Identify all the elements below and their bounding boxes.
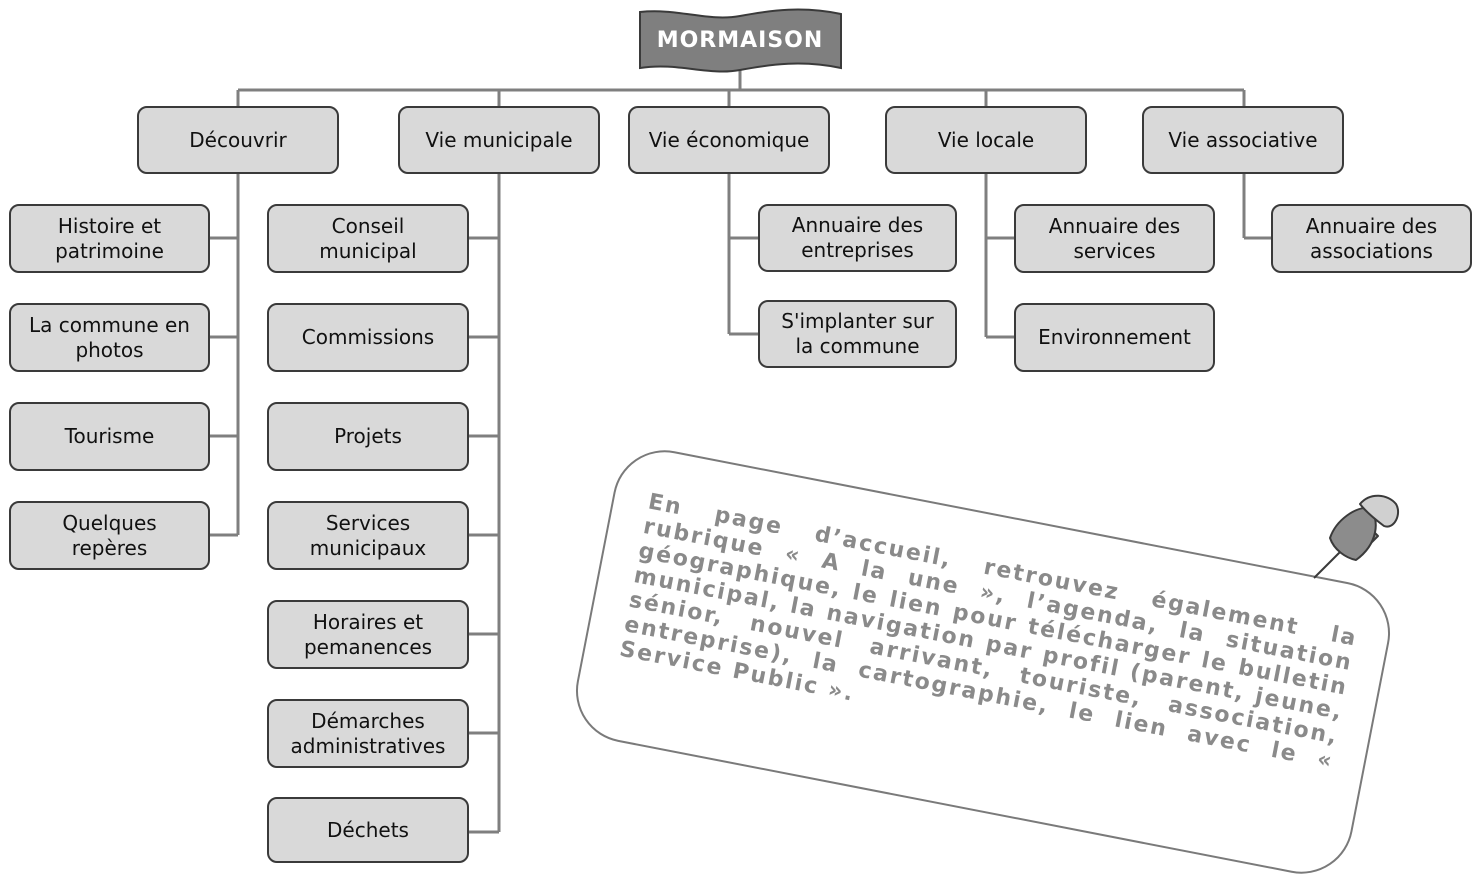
item-quelques-reperes[interactable]: Quelques repères — [9, 501, 210, 570]
item-simplanter-commune[interactable]: S'implanter sur la commune — [758, 300, 957, 368]
page-title: MORMAISON — [656, 27, 824, 53]
item-projets[interactable]: Projets — [267, 402, 469, 471]
flag-banner-icon — [639, 8, 842, 73]
item-horaires-permanences[interactable]: Horaires et pemanences — [267, 600, 469, 669]
item-conseil-municipal[interactable]: Conseil municipal — [267, 204, 469, 273]
item-tourisme[interactable]: Tourisme — [9, 402, 210, 471]
item-services-municipaux[interactable]: Services municipaux — [267, 501, 469, 570]
item-environnement[interactable]: Environnement — [1014, 303, 1215, 372]
category-vie-economique[interactable]: Vie économique — [628, 106, 830, 174]
sitemap-diagram: MORMAISON Découvrir Vie municipale Vie é… — [9, 8, 1472, 883]
connector-lines — [209, 70, 1272, 834]
item-demarches-administratives[interactable]: Démarches administratives — [267, 699, 469, 768]
item-histoire-patrimoine[interactable]: Histoire et patrimoine — [9, 204, 210, 273]
item-annuaire-associations[interactable]: Annuaire des associations — [1271, 204, 1472, 273]
pushpin-icon — [1313, 494, 1400, 579]
item-commissions[interactable]: Commissions — [267, 303, 469, 372]
item-annuaire-entreprises[interactable]: Annuaire des entreprises — [758, 204, 957, 272]
category-vie-associative[interactable]: Vie associative — [1142, 106, 1344, 174]
item-annuaire-services[interactable]: Annuaire des services — [1014, 204, 1215, 273]
category-vie-locale[interactable]: Vie locale — [885, 106, 1087, 174]
item-dechets[interactable]: Déchets — [267, 797, 469, 863]
category-vie-municipale[interactable]: Vie municipale — [398, 106, 600, 174]
item-commune-en-photos[interactable]: La commune en photos — [9, 303, 210, 372]
category-decouvrir[interactable]: Découvrir — [137, 106, 339, 174]
